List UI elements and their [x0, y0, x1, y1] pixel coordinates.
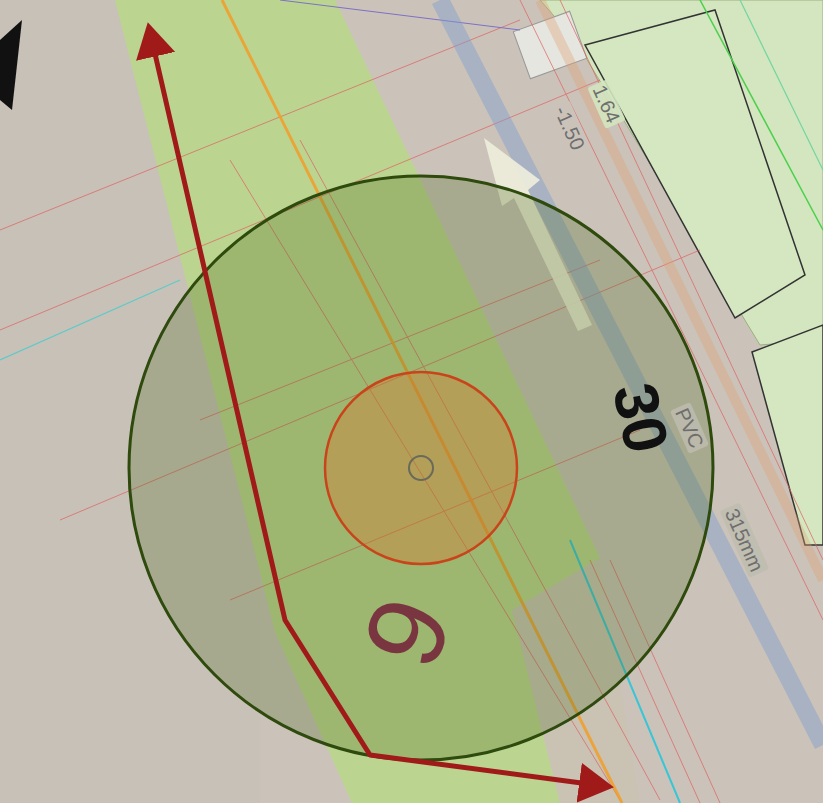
zone-number: 30	[601, 375, 679, 462]
